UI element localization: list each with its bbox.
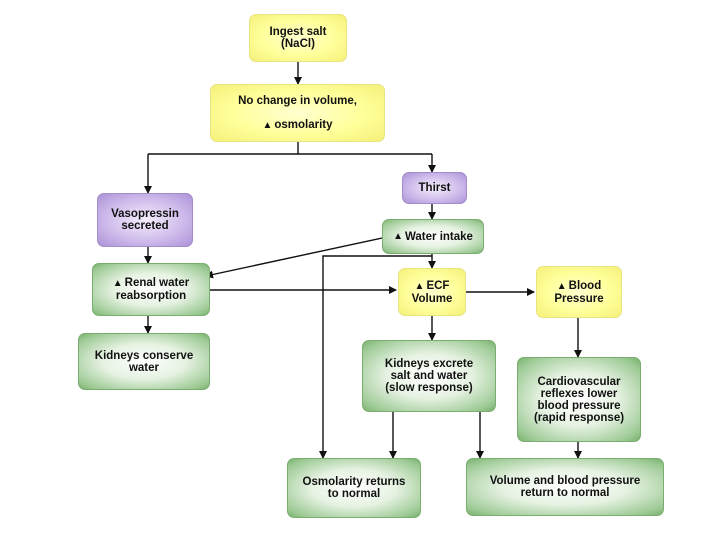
node-kidneys-conserve: Kidneys conserve water	[78, 333, 210, 390]
osmolarity-line: ▲osmolarity	[262, 107, 332, 132]
node-osmolarity-returns: Osmolarity returns to normal	[287, 458, 421, 518]
node-volume-bp-return: Volume and blood pressure return to norm…	[466, 458, 664, 516]
branch-line	[148, 142, 299, 155]
no-change-label: No change in volume,	[238, 94, 357, 107]
node-vasopressin: Vasopressin secreted	[97, 193, 193, 247]
ecf-line-1: ▲ECF	[415, 280, 450, 293]
renal-label-1: Renal water	[124, 277, 190, 289]
bp-label-1: Blood	[568, 279, 602, 292]
arrow-water-to-renal	[205, 237, 383, 279]
node-kidneys-excrete: Kidneys excrete salt and water (slow res…	[362, 340, 496, 412]
up-arrow-icon: ▲	[556, 280, 567, 292]
node-blood-pressure: ▲Blood Pressure	[536, 266, 622, 318]
bp-label-2: Pressure	[554, 292, 604, 305]
osmolarity-label: osmolarity	[274, 118, 333, 131]
node-renal-reabsorption: ▲Renal water reabsorption	[92, 263, 210, 316]
ecf-label-1: ECF	[426, 279, 450, 292]
renal-line-1: ▲Renal water	[113, 277, 189, 290]
node-ingest-salt: Ingest salt (NaCl)	[249, 14, 347, 62]
node-no-change: No change in volume, ▲osmolarity	[210, 84, 385, 142]
up-arrow-icon: ▲	[414, 280, 425, 292]
node-water-intake: ▲Water intake	[382, 219, 484, 254]
up-arrow-icon: ▲	[393, 230, 403, 242]
arrow-water-to-osmo	[319, 255, 432, 459]
ecf-label-2: Volume	[411, 292, 453, 305]
node-cardiovascular: Cardiovascular reflexes lower blood pres…	[517, 357, 641, 442]
up-arrow-icon: ▲	[262, 119, 273, 131]
bp-line-1: ▲Blood	[557, 280, 601, 293]
water-intake-label: Water intake	[404, 230, 473, 243]
node-ecf-volume: ▲ECF Volume	[398, 268, 466, 316]
renal-label-2: reabsorption	[115, 290, 187, 302]
node-thirst: Thirst	[402, 172, 467, 204]
up-arrow-icon: ▲	[112, 278, 123, 289]
